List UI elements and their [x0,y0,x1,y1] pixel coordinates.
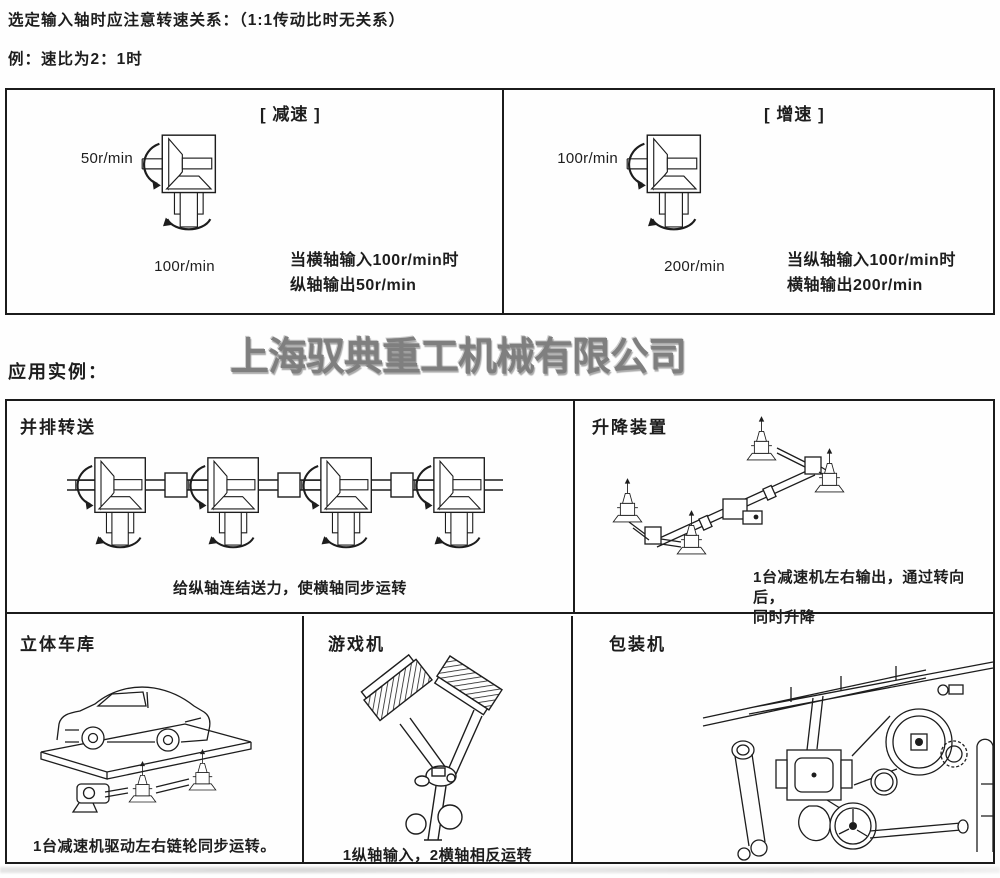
reduction-bottom-speed-label: 100r/min [154,258,215,275]
reduction-desc-line2: 纵轴输出50r/min [290,277,417,294]
packaging-machine-diagram [702,661,994,861]
parallel-transfer-title: 并排转送 [20,418,96,437]
applications-row-2: 立体车库 [7,616,994,864]
lifting-device-caption: 1台减速机左右输出，通过转向后， 同时升降 [753,568,993,628]
game-machine-diagram [360,653,503,841]
parking-garage-cell: 立体车库 [7,616,304,862]
scan-artifact-bar [0,867,1000,873]
acceleration-gearbox-diagram [626,134,702,231]
applications-row-1: 并排转送 给纵轴连结送力，使横轴同步运转 升降装置 [7,401,993,626]
packaging-machine-cell: 包装机 [573,616,994,862]
game-machine-caption: 1纵轴输入，2横轴相反运转 [342,847,533,864]
lifting-device-caption-line1: 1台减速机左右输出，通过转向后， [753,569,965,606]
acceleration-desc-line1: 当纵轴输入100r/min时 [787,252,956,269]
reduction-description: 当横轴输入100r/min时 纵轴输出50r/min [290,248,490,298]
reduction-desc-line1: 当横轴输入100r/min时 [290,252,459,269]
speed-relation-table: [ 减速 ] 50r/min 100r/min 当横轴输入100r/min时 纵… [5,88,995,315]
parking-garage-diagram [40,686,252,813]
note-speed-relationship: 选定输入轴时应注意转速关系：（1:1传动比时无关系） [8,12,406,29]
acceleration-title: [ 增速 ] [764,105,825,124]
parallel-transfer-cell: 并排转送 给纵轴连结送力，使横轴同步运转 [7,401,575,612]
acceleration-side-speed-label: 100r/min [557,150,618,167]
applications-table: 并排转送 给纵轴连结送力，使横轴同步运转 升降装置 [5,399,995,864]
lifting-device-diagram [612,415,845,555]
lifting-device-title: 升降装置 [592,418,668,437]
reduction-title: [ 减速 ] [260,105,321,124]
acceleration-cell: [ 增速 ] 100r/min 200r/min 当纵轴输入100r/min时 … [504,90,993,313]
reduction-gearbox-diagram [141,134,217,231]
note-ratio-example: 例：速比为2：1时 [8,51,143,68]
section-heading: 应用实例： [8,362,108,382]
acceleration-description: 当纵轴输入100r/min时 横轴输出200r/min [787,248,987,298]
lifting-device-caption-line2: 同时升降 [753,609,816,626]
lifting-device-cell: 升降装置 [575,401,993,626]
reduction-side-speed-label: 50r/min [80,150,133,167]
game-machine-cell: 游戏机 [304,616,573,864]
parking-garage-title: 立体车库 [20,635,96,654]
acceleration-desc-line2: 横轴输出200r/min [787,277,923,294]
game-machine-title: 游戏机 [328,635,385,654]
reduction-cell: [ 减速 ] 50r/min 100r/min 当横轴输入100r/min时 纵… [7,90,504,313]
parallel-transfer-diagram [67,456,503,549]
company-watermark: 上海驭典重工机械有限公司 [230,336,687,379]
acceleration-bottom-speed-label: 200r/min [664,258,725,275]
packaging-machine-title: 包装机 [609,635,666,654]
parking-garage-caption: 1台减速机驱动左右链轮同步运转。 [33,838,276,855]
parallel-transfer-caption: 给纵轴连结送力，使横轴同步运转 [172,580,407,597]
